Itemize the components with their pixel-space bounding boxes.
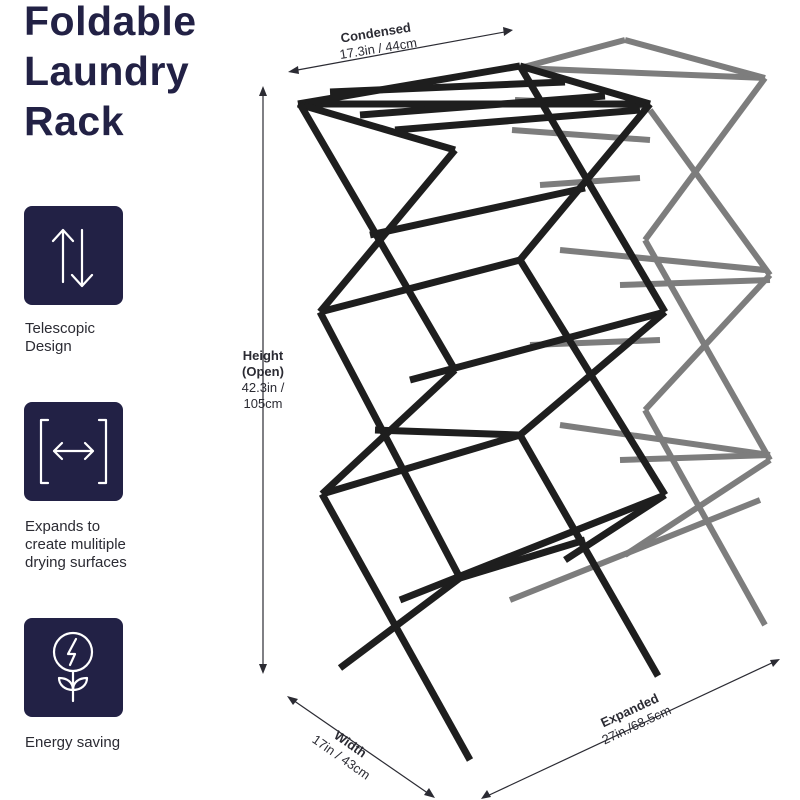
dimension-lines bbox=[259, 27, 780, 799]
feature-label-line: Telescopic bbox=[25, 320, 96, 337]
feature-label: Expands to create mulitiple drying surfa… bbox=[25, 518, 165, 572]
feature-label: Telescopic Design bbox=[25, 320, 165, 356]
energy-saving-badge bbox=[24, 618, 123, 717]
energy-bulb-plant-icon bbox=[52, 631, 94, 703]
product-title: Foldable Laundry Rack bbox=[24, 0, 197, 146]
expands-badge bbox=[24, 402, 123, 501]
feature-label-line: Expands to bbox=[25, 518, 101, 535]
expand-arrows-icon bbox=[39, 418, 108, 485]
condensed-rack bbox=[296, 62, 669, 762]
dimension-value: 42.3in / bbox=[241, 380, 285, 395]
feature-label-line: Design bbox=[25, 338, 72, 355]
telescopic-arrows-icon bbox=[51, 228, 94, 288]
telescopic-design-badge bbox=[24, 206, 123, 305]
dimension-value: 105cm bbox=[243, 396, 283, 411]
title-line: Rack bbox=[24, 98, 125, 144]
title-line: Laundry bbox=[24, 48, 190, 94]
feature-label-line: Energy saving bbox=[25, 734, 121, 751]
dimension-label: Height bbox=[242, 348, 284, 363]
dimension-label: (Open) bbox=[242, 364, 284, 379]
feature-label: Energy saving bbox=[25, 734, 165, 752]
feature-label-line: create mulitiple bbox=[25, 536, 126, 553]
title-line: Foldable bbox=[24, 0, 197, 44]
feature-label-line: drying surfaces bbox=[25, 554, 127, 571]
expanded-rack-ghost bbox=[508, 37, 773, 627]
height-dimension: Height (Open) 42.3in / 105cm bbox=[224, 348, 302, 412]
